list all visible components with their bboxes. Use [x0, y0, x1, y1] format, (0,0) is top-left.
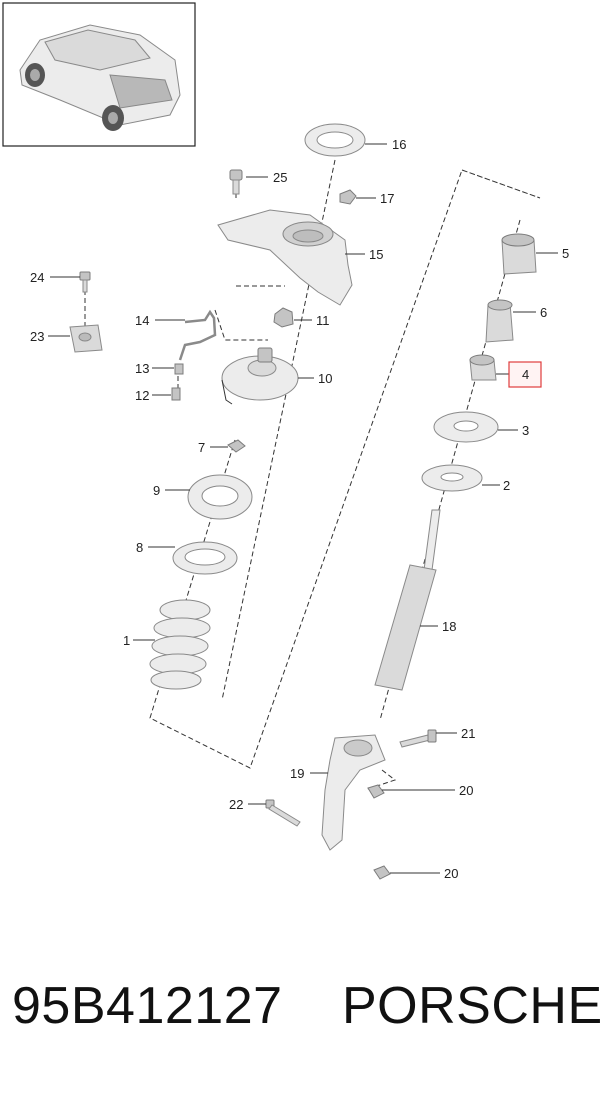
- part-10-bearing-plate: [221, 347, 299, 405]
- leader-lines: [48, 143, 558, 874]
- part-12-clip: [171, 387, 181, 401]
- callout-21: 21: [461, 726, 475, 741]
- part-20-nut-lower: [373, 865, 391, 880]
- callout-11: 11: [316, 313, 330, 328]
- part-19-damper-fork: [321, 734, 386, 851]
- callout-13: 13: [135, 361, 149, 376]
- callout-25: 25: [273, 170, 287, 185]
- highlight-box-part-4: [508, 361, 542, 388]
- callout-7: 7: [198, 440, 205, 455]
- part-11-nut: [273, 307, 294, 328]
- part-7-washer: [227, 439, 246, 453]
- callout-4: 4: [522, 367, 529, 382]
- callout-3: 3: [522, 423, 529, 438]
- part-2-lower-seat: [421, 464, 483, 492]
- callout-14: 14: [135, 313, 149, 328]
- callout-24: 24: [30, 270, 44, 285]
- part-20-nut-upper: [367, 784, 385, 799]
- callout-8: 8: [136, 540, 143, 555]
- part-8-spring-pad: [172, 541, 238, 575]
- callout-17: 17: [380, 191, 394, 206]
- part-22-bolt: [265, 799, 301, 827]
- part-18-shock-absorber: [374, 509, 441, 691]
- callout-10: 10: [318, 371, 332, 386]
- callout-19: 19: [290, 766, 304, 781]
- callout-20-upper: 20: [459, 783, 473, 798]
- callout-16: 16: [392, 137, 406, 152]
- brand-text: PORSCHE: [342, 977, 600, 1035]
- part-3-spring-seat-upper: [433, 411, 499, 443]
- part-21-bolt: [399, 729, 437, 748]
- part-17-nut: [339, 189, 357, 205]
- part-15-top-mount: [217, 209, 353, 306]
- callout-15: 15: [369, 247, 383, 262]
- callout-18: 18: [442, 619, 456, 634]
- callout-6: 6: [540, 305, 547, 320]
- callout-5: 5: [562, 246, 569, 261]
- callout-20-lower: 20: [444, 866, 458, 881]
- part-25-bolt: [229, 169, 243, 195]
- part-23-bracket: [69, 324, 103, 353]
- part-6-dust-boot: [485, 299, 514, 343]
- part-1-coil-spring: [149, 599, 211, 690]
- part-14-sensor-cable: [178, 309, 217, 361]
- footer: 95B412127 PORSCHE: [0, 970, 600, 1060]
- callout-9: 9: [153, 483, 160, 498]
- callout-12: 12: [135, 388, 149, 403]
- part-5-bump-stop: [501, 233, 537, 275]
- part-number-text: 95B412127: [12, 977, 283, 1035]
- callout-1: 1: [123, 633, 130, 648]
- callout-22: 22: [229, 797, 243, 812]
- part-16-top-mount-ring: [304, 123, 366, 157]
- part-13-clip: [174, 363, 184, 375]
- callout-23: 23: [30, 329, 44, 344]
- vehicle-thumbnail: [2, 2, 196, 147]
- part-4-spacer: [469, 354, 497, 381]
- callout-2: 2: [503, 478, 510, 493]
- part-24-bolt: [79, 271, 91, 293]
- callout-labels: 16 25 17 15 11 10 14 13 12 24 23 7 9 8 1…: [30, 137, 569, 881]
- suspension-exploded-diagram: 16 25 17 15 11 10 14 13 12 24 23 7 9 8 1…: [2, 2, 569, 881]
- part-9-spring-seat: [187, 474, 253, 520]
